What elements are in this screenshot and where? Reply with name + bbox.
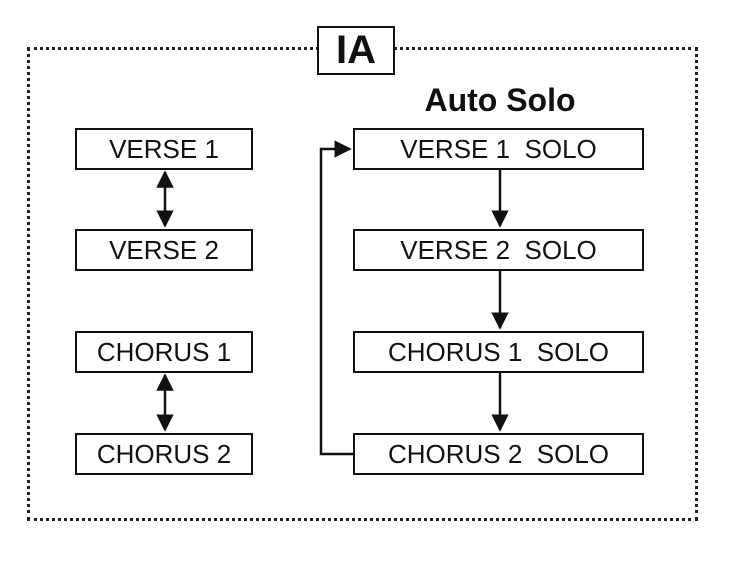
ia-label: IA — [317, 26, 395, 75]
box-verse-2: VERSE 2 — [75, 229, 253, 271]
box-chorus-1: CHORUS 1 — [75, 331, 253, 373]
box-chorus-2: CHORUS 2 — [75, 433, 253, 475]
box-verse-1: VERSE 1 — [75, 128, 253, 170]
box-verse-1-solo: VERSE 1 SOLO — [353, 128, 644, 170]
auto-solo-title: Auto Solo — [424, 82, 576, 118]
box-verse-2-solo: VERSE 2 SOLO — [353, 229, 644, 271]
box-chorus-1-solo: CHORUS 1 SOLO — [353, 331, 644, 373]
box-chorus-2-solo: CHORUS 2 SOLO — [353, 433, 644, 475]
